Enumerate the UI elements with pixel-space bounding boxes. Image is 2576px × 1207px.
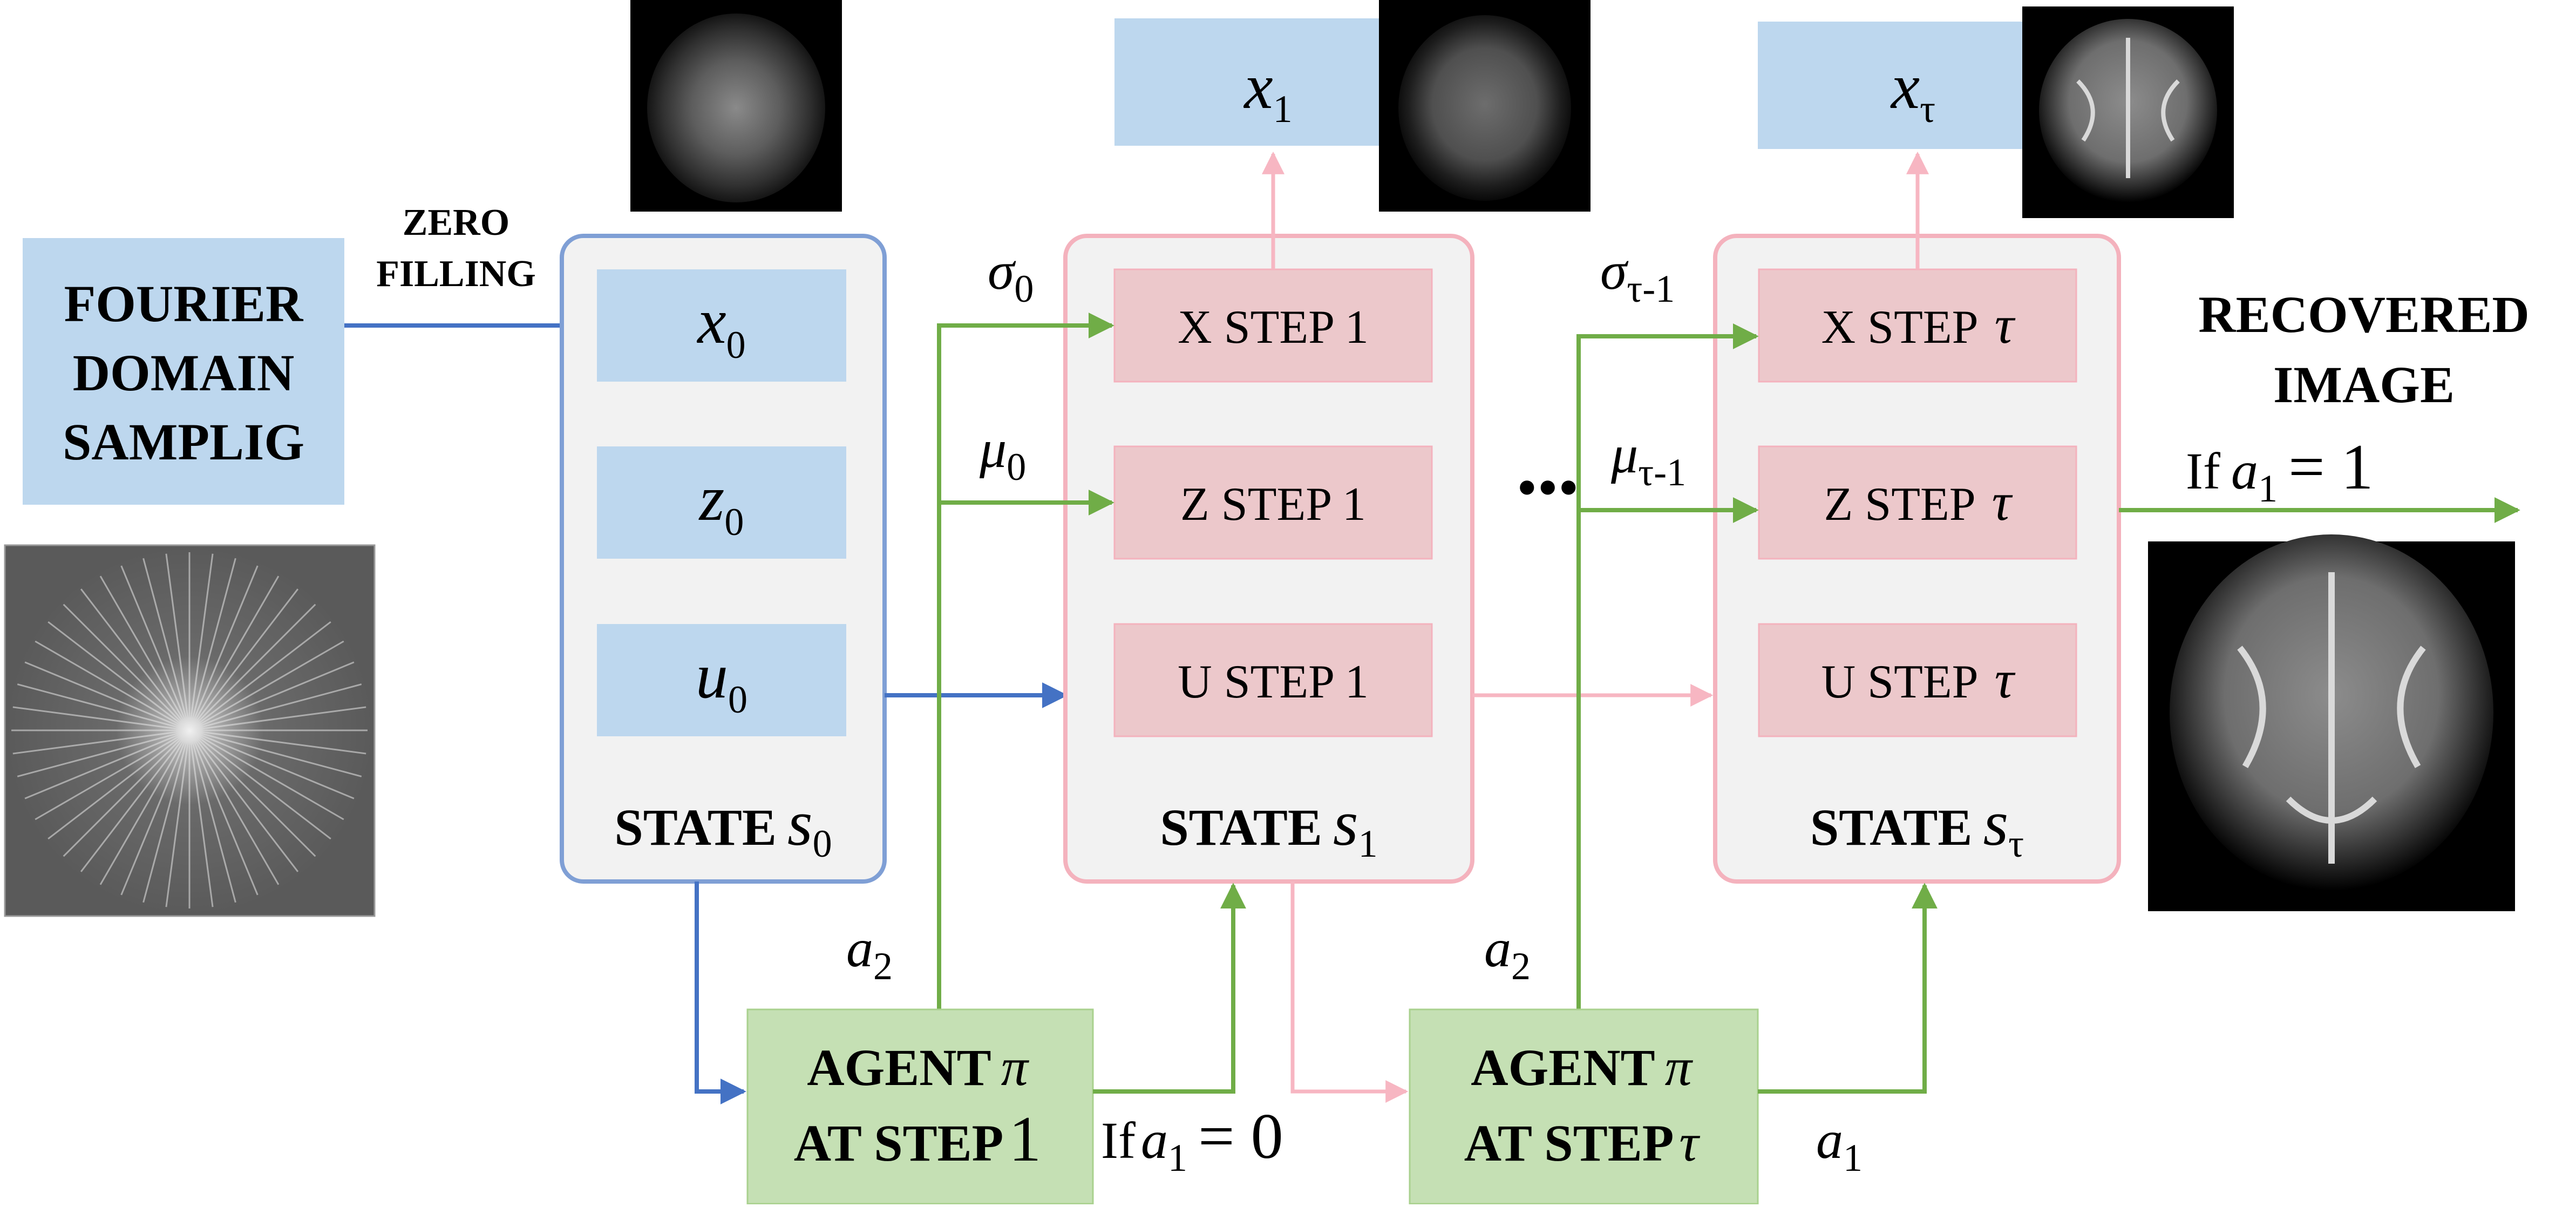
- x-step-tau-box: [1758, 268, 2077, 383]
- z-step-1-label: Z STEP 1: [1180, 478, 1366, 531]
- u-step-tau-box: [1758, 623, 2077, 737]
- sigma-0-label: σ0: [988, 241, 1034, 310]
- recovered-line2: IMAGE: [2273, 356, 2455, 413]
- a2-label-1: a2: [846, 918, 893, 988]
- u0-label: u0: [696, 640, 747, 721]
- recovered-brain-image: [2148, 534, 2515, 911]
- x-tau-output-box: [1758, 22, 2022, 149]
- u-step-1-label: U STEP 1: [1178, 656, 1369, 708]
- zero-filling-line2: FILLING: [376, 253, 536, 295]
- kspace-sampling-image: [4, 544, 376, 917]
- u-step-1-box: [1113, 623, 1433, 737]
- agent1-to-state1-arrow: [1093, 883, 1246, 1094]
- u0-box: [597, 624, 846, 736]
- agentT-to-stateT-arrow: [1758, 883, 1938, 1094]
- a1-label-tau: a1: [1816, 1110, 1863, 1179]
- recovered-line1: RECOVERED: [2198, 286, 2529, 343]
- x-tau-brain-image: [2022, 6, 2234, 218]
- mu-tau-label: μτ-1: [1610, 424, 1686, 494]
- x1-blurred-image: [1379, 0, 1591, 212]
- x0-label: x0: [696, 285, 745, 367]
- agent-1-line2: AT STEP1: [794, 1103, 1042, 1175]
- zero-filled-image: [630, 0, 842, 212]
- zero-filling-line1: ZERO: [403, 202, 509, 243]
- ellipsis: •••: [1517, 455, 1579, 520]
- x1-output-label: x1: [1243, 50, 1292, 131]
- mu-0-label: μ0: [979, 419, 1026, 489]
- z-step-1-box: [1113, 445, 1433, 560]
- x-tau-output-label: xτ: [1890, 50, 1935, 131]
- agent-step-1-box: [746, 1008, 1094, 1205]
- fourier-sampling-box: [23, 238, 344, 505]
- x1-output-box: [1114, 18, 1379, 146]
- a2-label-tau: a2: [1484, 918, 1531, 988]
- fourier-line3: SAMPLIG: [63, 413, 304, 471]
- fourier-line2: DOMAIN: [73, 344, 295, 402]
- sampling-line: [12, 706, 366, 755]
- sigma-tau-label: στ-1: [1600, 241, 1675, 310]
- agentT-to-xstepT-arrow: [1576, 323, 1759, 1009]
- state1-to-agentT-arrow: [1290, 881, 1409, 1103]
- z0-label: z0: [698, 462, 744, 544]
- state0-to-agent1-arrow: [695, 881, 746, 1104]
- x-step-1-label: X STEP 1: [1178, 301, 1369, 354]
- agent-step-tau-box: [1409, 1008, 1759, 1205]
- x-step-1-box: [1113, 268, 1433, 383]
- x0-box: [597, 269, 846, 382]
- fourier-line1: FOURIER: [64, 275, 304, 333]
- z-step-tau-box: [1758, 445, 2077, 560]
- z0-box: [597, 446, 846, 559]
- agent1-to-xstep1-arrow: [937, 313, 1114, 1009]
